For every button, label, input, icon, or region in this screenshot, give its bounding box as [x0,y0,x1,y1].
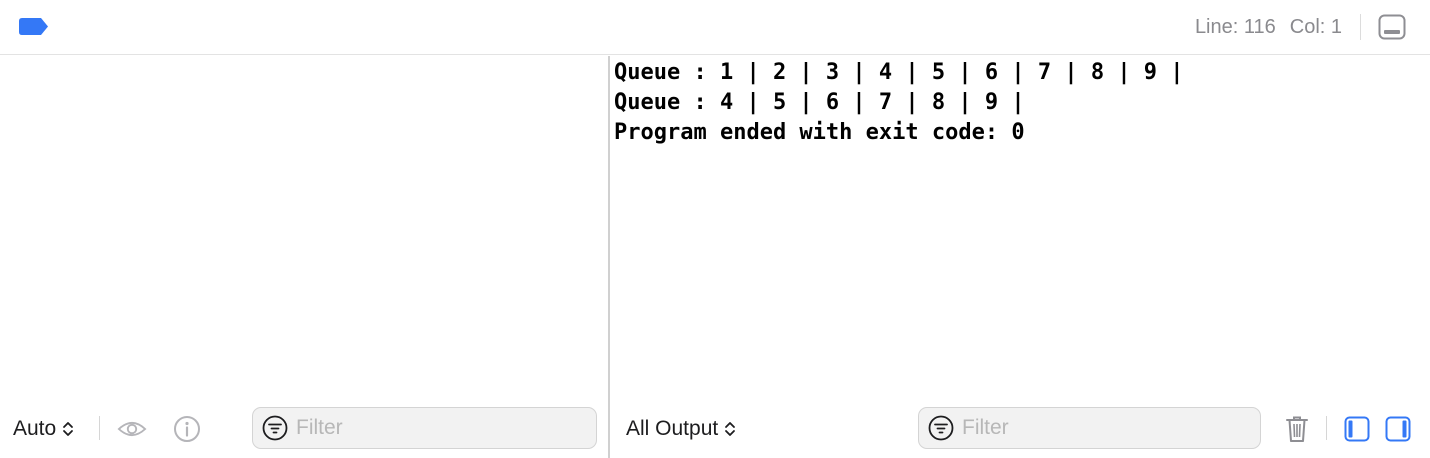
sidebar-right-icon[interactable] [1383,415,1413,443]
debug-bar: Line: 116 Col: 1 [0,0,1430,55]
variables-filter-input[interactable] [296,416,556,440]
variables-view [0,56,608,458]
console-filter-bar: All Output [610,400,1430,458]
sidebar-left-icon[interactable] [1342,415,1372,443]
output-select-label: All Output [626,417,719,440]
toolbar-divider [1326,416,1327,440]
console-line: Queue : 1 | 2 | 3 | 4 | 5 | 6 | 7 | 8 | … [614,60,1184,85]
console-view[interactable]: Queue : 1 | 2 | 3 | 4 | 5 | 6 | 7 | 8 | … [610,56,1430,458]
toolbar-divider [99,416,100,440]
info-icon[interactable] [172,415,202,443]
filter-icon [262,415,288,441]
column-number-label: Col: 1 [1289,15,1342,38]
filter-icon [928,415,954,441]
hide-debug-area-icon[interactable] [1378,14,1406,40]
cursor-position: Line: 116 Col: 1 [1195,14,1342,40]
console-filter-field[interactable] [918,407,1261,449]
variables-scope-select[interactable]: Auto [13,415,74,443]
split-view-divider[interactable] [608,56,610,458]
chevron-up-down-icon [63,422,74,436]
trash-icon[interactable] [1282,415,1312,443]
variables-filter-bar: Auto [0,400,608,458]
console-filter-input[interactable] [962,416,1222,440]
line-number-label: Line: 116 [1194,15,1276,38]
console-line: Queue : 4 | 5 | 6 | 7 | 8 | 9 | [614,90,1025,115]
output-select[interactable]: All Output [626,415,736,443]
eye-icon[interactable] [117,415,147,443]
console-output: Queue : 1 | 2 | 3 | 4 | 5 | 6 | 7 | 8 | … [614,58,1184,148]
variables-scope-label: Auto [13,417,57,440]
breakpoint-icon[interactable] [19,18,49,35]
chevron-up-down-icon [725,422,736,436]
toolbar-divider [1360,14,1361,40]
console-line: Program ended with exit code: 0 [614,120,1025,145]
variables-filter-field[interactable] [252,407,597,449]
